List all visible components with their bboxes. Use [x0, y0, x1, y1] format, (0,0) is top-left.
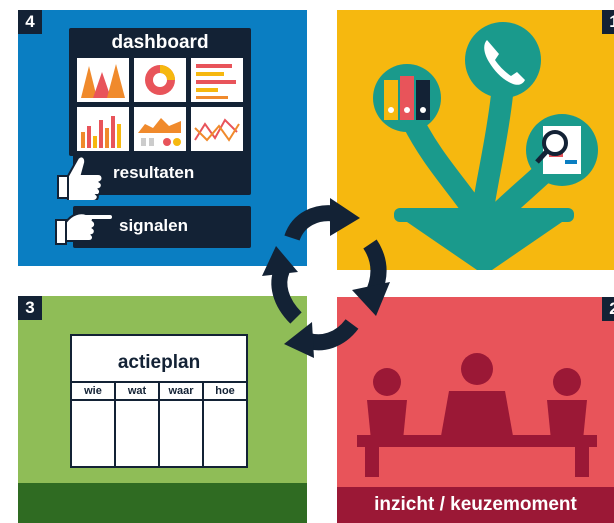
column-waar: waar — [160, 383, 204, 466]
column-wat: wat — [116, 383, 160, 466]
pointing-hand-icon — [55, 212, 114, 245]
dashboard-title: dashboard — [111, 32, 209, 53]
signalen-label: signalen — [119, 216, 188, 235]
dashboard-charts-icon — [77, 58, 243, 151]
thumbs-up-icon — [57, 155, 104, 200]
actieplan-board: actieplan wie wat waar hoe — [70, 334, 248, 468]
inzicht-keuzemoment-label: inzicht / keuzemoment — [374, 494, 577, 515]
funnel-illustration — [373, 22, 598, 270]
column-wie: wie — [72, 383, 116, 466]
quadrant-data-funnel: 1 — [337, 10, 614, 270]
arrow-3-to-4 — [271, 266, 302, 324]
arrow-head-1 — [330, 198, 360, 236]
step-number-2: 2 — [602, 297, 614, 321]
column-hoe: hoe — [204, 383, 246, 466]
arrow-head-4 — [262, 246, 298, 276]
step-number-1: 1 — [602, 10, 614, 34]
actieplan-title: actieplan — [117, 352, 201, 373]
caption-band: inzicht / keuzemoment — [337, 487, 614, 523]
meeting-people-icon — [357, 353, 597, 477]
step-number-4: 4 — [18, 10, 42, 34]
step-number-3: 3 — [18, 296, 42, 320]
arrow-head-3 — [284, 322, 314, 358]
quadrant-dashboard: 4 dashboard — [18, 10, 307, 266]
green-band — [18, 483, 307, 523]
resultaten-label: resultaten — [113, 163, 195, 182]
actieplan-columns: wie wat waar hoe — [72, 381, 246, 466]
dashboard-panel: dashboard — [69, 28, 251, 156]
resultaten-box: resultaten — [73, 153, 251, 195]
quadrant-inzicht: 2 inzicht / keuzemoment — [337, 297, 614, 523]
arrow-head-2 — [352, 282, 390, 316]
